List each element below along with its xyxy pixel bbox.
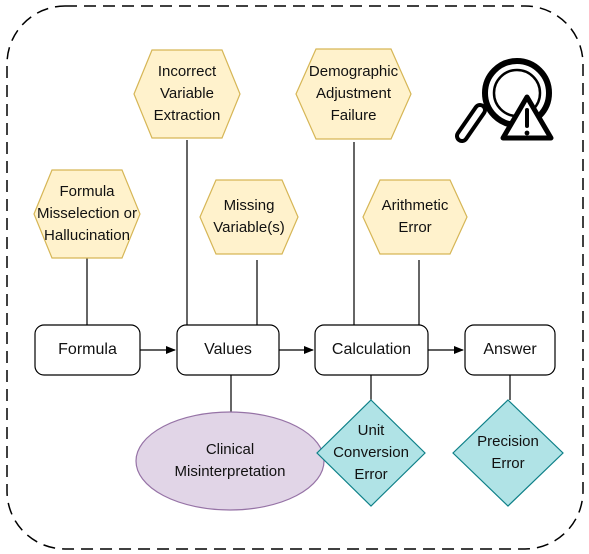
error-diamonds — [316, 399, 564, 507]
outer-dashed-border — [6, 5, 584, 550]
magnifier-handle-inner — [459, 107, 483, 139]
step-box-values — [176, 324, 280, 376]
hexagon-arithmetic-error — [362, 179, 468, 255]
hexagon-formula-misselection — [33, 169, 141, 259]
warning-exclamation-dot — [524, 130, 530, 136]
hexagon-demographic-failure — [295, 48, 412, 140]
step-box-calculation — [314, 324, 429, 376]
step-box-answer — [464, 324, 556, 376]
ellipse-clinical-misinterpretation — [135, 411, 325, 511]
hexagon-incorrect-extraction — [133, 49, 241, 139]
hexagon-missing-variables — [199, 179, 299, 255]
diamond-precision-error — [452, 399, 564, 507]
step-box-formula — [34, 324, 141, 376]
connectors — [86, 140, 511, 412]
diamond-unit-conversion — [316, 399, 426, 507]
process-steps — [34, 324, 556, 376]
error-hexagons — [33, 48, 468, 259]
magnifier-warning-icon — [455, 58, 554, 143]
